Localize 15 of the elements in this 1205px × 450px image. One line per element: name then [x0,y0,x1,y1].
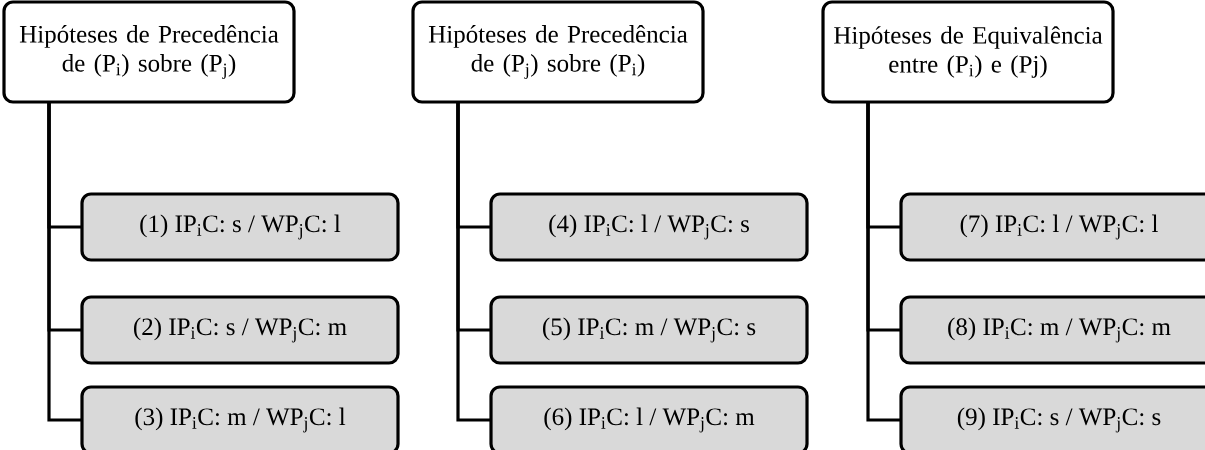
item-box: (5) IP$_{i}$C: m / WP$_{j}$C: s [489,295,809,365]
item-box: (1) IP$_{i}$C: s / WP$_{j}$C: l [80,192,400,262]
header-box: Hipóteses de Precedência de (P$_{j}$) sobre (P$_{i}$) [411,0,705,104]
item-box: (3) IP$_{i}$C: m / WP$_{j}$C: l [80,385,400,450]
item-box: (4) IP$_{i}$C: l / WP$_{j}$C: s [489,192,809,262]
item-box: (6) IP$_{i}$C: l / WP$_{j}$C: m [489,385,809,450]
connector-line [47,102,82,422]
item-box: (2) IP$_{i}$C: s / WP$_{j}$C: m [80,295,400,365]
connector-line [456,102,491,422]
item-box: (7) IP$_{i}$C: l / WP$_{j}$C: l [899,192,1205,262]
item-box: (9) IP$_{i}$C: s / WP$_{j}$C: s [899,385,1205,450]
header-box: Hipóteses de Precedência de (P$_{i}$) sobre (P$_{j}$) [2,0,296,104]
item-box: (8) IP$_{i}$C: m / WP$_{j}$C: m [899,295,1205,365]
connector-line [866,102,901,422]
header-box: Hipóteses de Equivalência entre (P$_{i}$) e (Pj) [821,0,1115,104]
